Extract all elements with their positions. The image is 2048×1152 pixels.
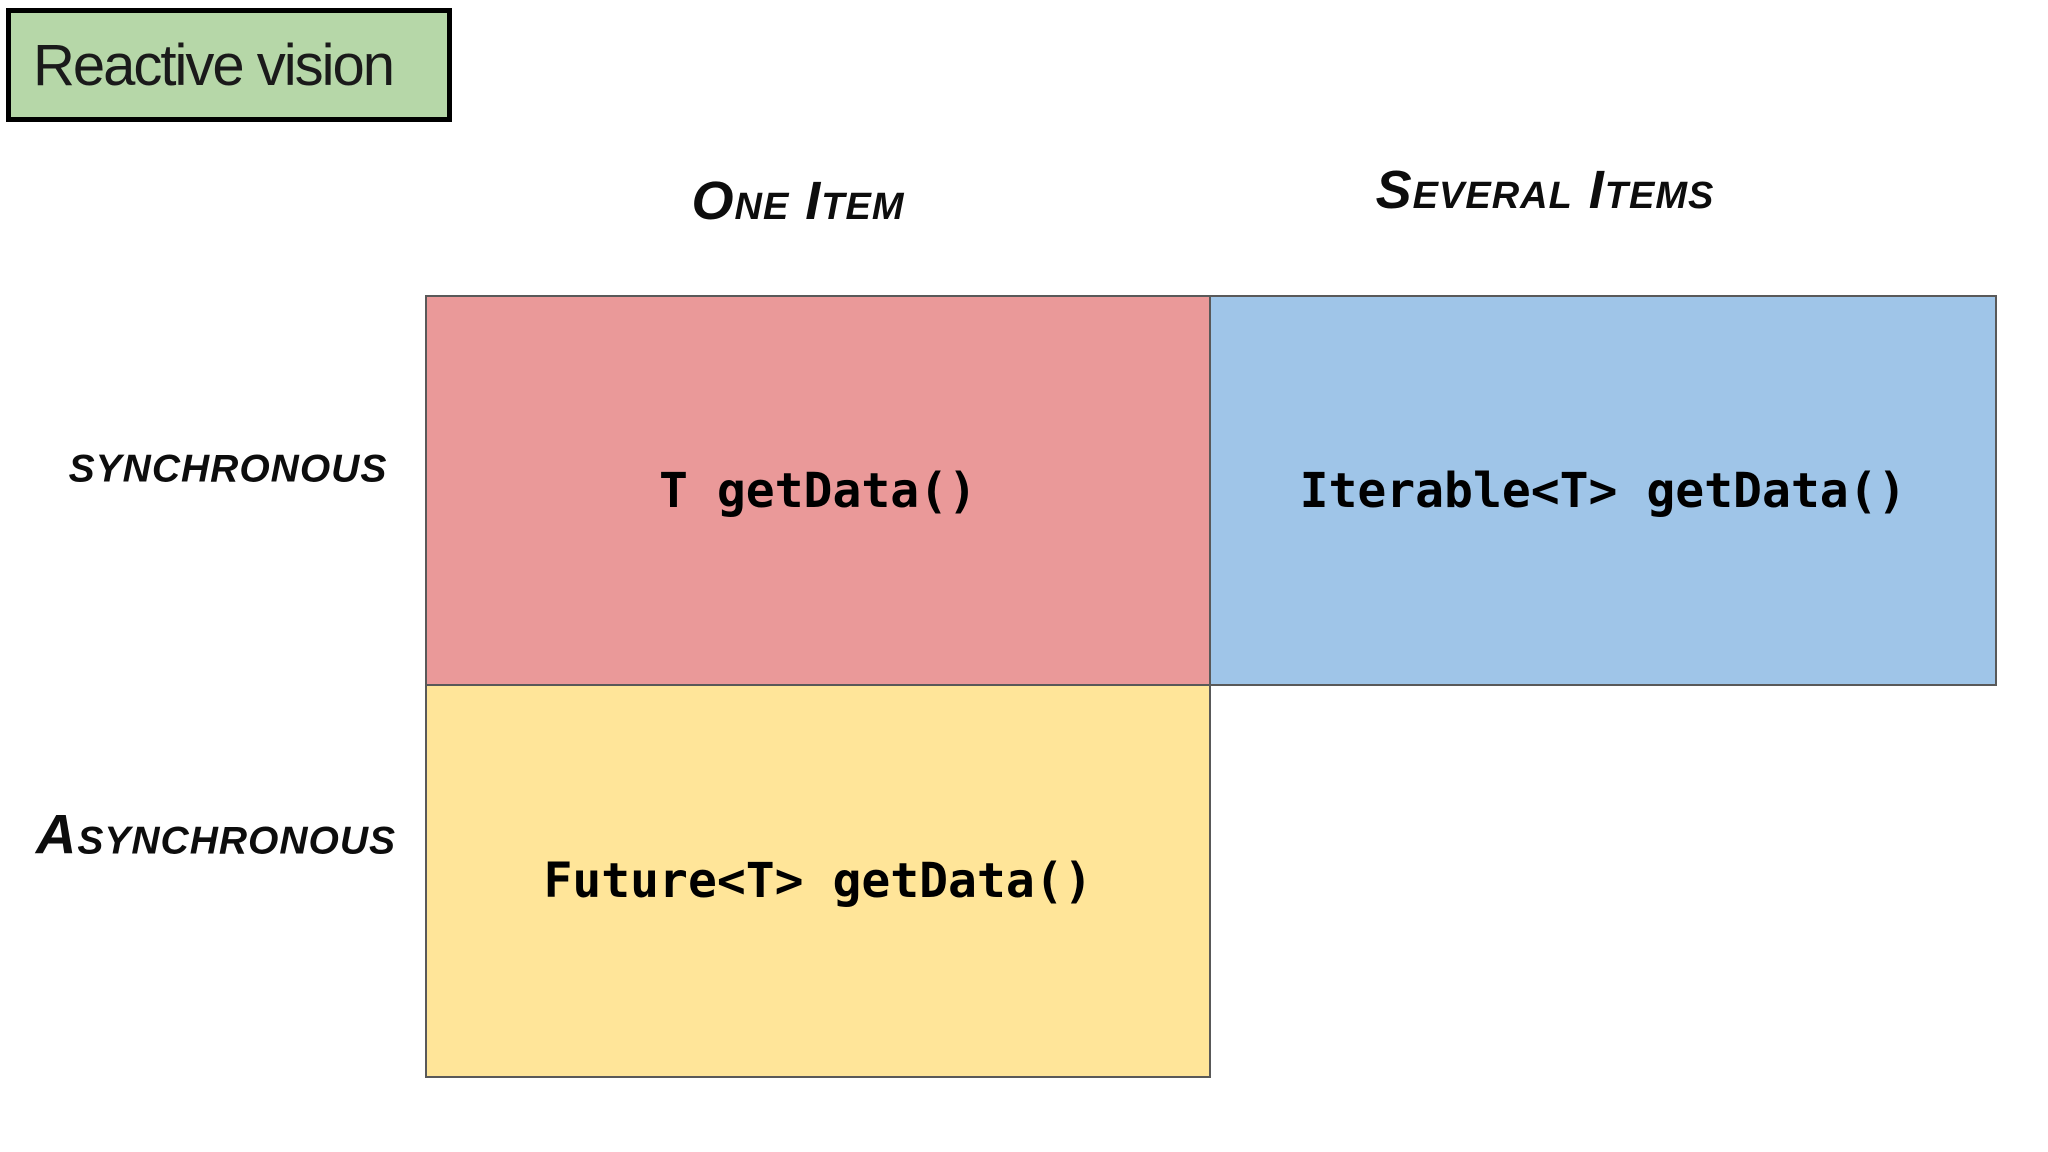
slide-title-box: Reactive vision xyxy=(6,8,452,122)
cell-code-future-getdata: Future<T> getData() xyxy=(543,853,1093,909)
slide-title: Reactive vision xyxy=(33,32,395,98)
cell-code-t-getdata: T getData() xyxy=(659,462,977,519)
cell-code-iterable-getdata: Iterable<T> getData() xyxy=(1299,462,1907,519)
cell-synchronous-several-items: Iterable<T> getData() xyxy=(1209,295,1997,686)
column-header-one-item: One Item xyxy=(691,171,905,231)
row-header-asynchronous: Asynchronous xyxy=(35,802,397,866)
cell-asynchronous-one-item: Future<T> getData() xyxy=(425,684,1211,1078)
column-header-several-items: Several Items xyxy=(1375,160,1715,220)
cell-synchronous-one-item: T getData() xyxy=(425,295,1211,686)
row-header-synchronous: synchronous xyxy=(68,430,388,494)
